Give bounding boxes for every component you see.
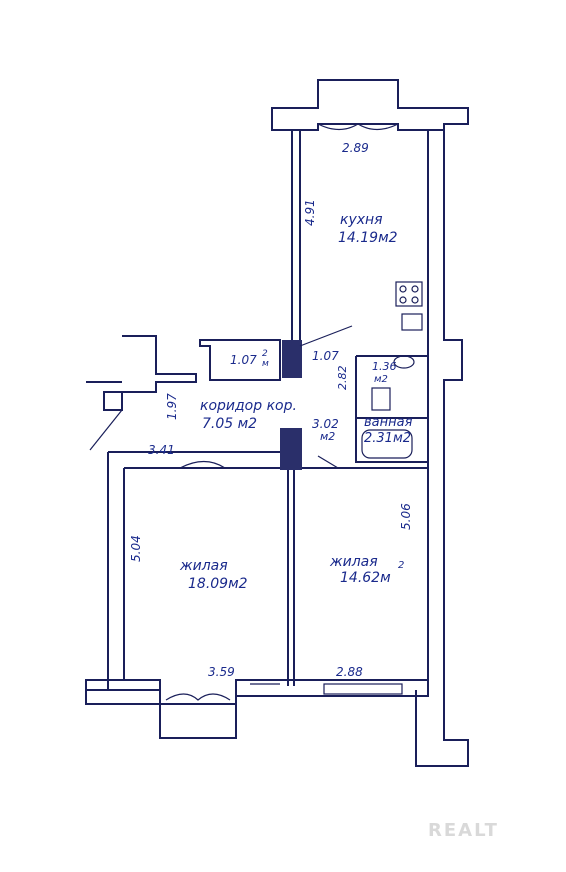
burner-3 xyxy=(399,296,407,304)
corr2-area: 3.02 xyxy=(312,417,339,431)
dim-closet-right: 1.07 xyxy=(312,349,339,363)
dimension-labels: 2.89 4.91 1.07 2.82 1.97 3.41 5.04 3.59 … xyxy=(129,141,413,679)
living2-area: 14.62м xyxy=(340,570,391,586)
kitchen-window xyxy=(317,123,399,131)
dim-corridor-bottom: 3.41 xyxy=(148,443,175,457)
corridor-name: коридор кор. xyxy=(200,398,297,414)
balcony-bottom xyxy=(159,690,237,739)
closet-door xyxy=(299,325,353,347)
closet-area: 1.07 xyxy=(230,353,257,367)
watermark-logo: REALT xyxy=(428,820,499,841)
entry-door-line xyxy=(89,409,123,451)
kitchen-name: кухня xyxy=(340,212,383,228)
burner-2 xyxy=(411,285,419,293)
kitchen-sink xyxy=(401,313,423,331)
dim-kitchen-side: 4.91 xyxy=(303,199,317,226)
bath-area: 2.31м2 xyxy=(364,431,411,446)
sink xyxy=(393,355,415,369)
corridor-area: 7.05 м2 xyxy=(202,416,257,432)
dim-living2-bottom: 2.88 xyxy=(336,665,363,679)
wc-fixture xyxy=(371,387,391,411)
wc-unit: м2 xyxy=(374,374,388,385)
balcony-door xyxy=(165,693,231,701)
living-partition xyxy=(287,470,295,686)
closet-sup: 2 xyxy=(262,349,268,359)
kitchen-area: 14.19м2 xyxy=(338,230,398,246)
dim-living2-side: 5.06 xyxy=(399,503,413,530)
stove xyxy=(395,281,423,307)
living-doors xyxy=(179,455,339,469)
walls xyxy=(85,79,469,767)
burner-4 xyxy=(411,296,419,304)
closet-walls xyxy=(199,339,281,381)
living2-sup: 2 xyxy=(398,560,404,571)
bath-walls xyxy=(355,355,428,463)
dim-corridor-side: 1.97 xyxy=(165,393,179,420)
entry-wall xyxy=(86,335,197,411)
kitchen-top-wall xyxy=(271,79,469,131)
wall-pillar-mid xyxy=(280,428,302,470)
room-labels: кухня 14.19м2 коридор кор. 7.05 м2 ванна… xyxy=(179,212,413,592)
right-outer-wall xyxy=(415,130,469,767)
bathtub xyxy=(361,429,413,459)
bath-name: ванная xyxy=(364,415,413,430)
dim-kitchen-top: 2.89 xyxy=(342,141,369,155)
wall-pillar-top xyxy=(282,340,302,378)
kitchen-left-wall xyxy=(291,130,301,340)
dim-living1-side: 5.04 xyxy=(129,535,143,562)
living1-area: 18.09м2 xyxy=(188,576,248,592)
dim-wc-side: 2.82 xyxy=(336,366,349,391)
corr2-unit: м2 xyxy=(320,430,335,443)
dim-living1-bottom: 3.59 xyxy=(208,665,235,679)
living2-window xyxy=(323,683,403,695)
burner-1 xyxy=(399,285,407,293)
living1-name: жилая xyxy=(179,558,228,574)
living2-name: жилая xyxy=(329,554,378,570)
closet-unit: м xyxy=(262,359,269,369)
corridor-bottom-wall xyxy=(107,451,428,690)
wc-area: 1.36 xyxy=(372,360,397,373)
